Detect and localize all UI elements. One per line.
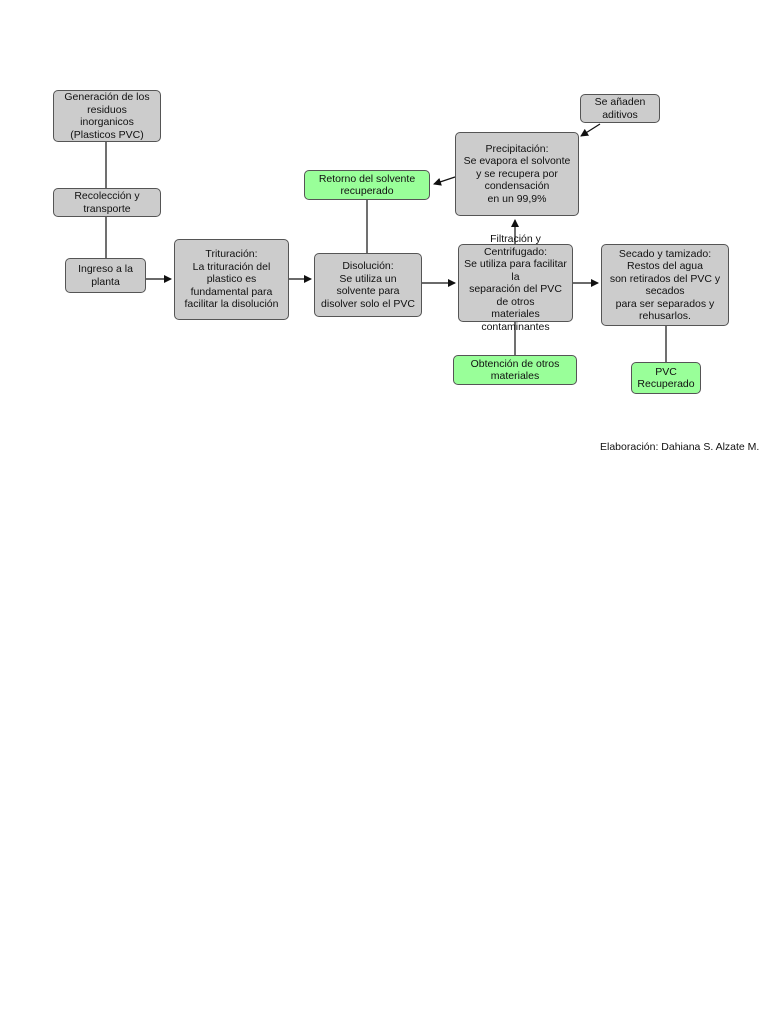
caption: Elaboración: Dahiana S. Alzate M. — [600, 441, 760, 453]
node-other-materials: Obtención de otros materiales — [453, 355, 577, 385]
arrow-additives-to-precipitation — [580, 123, 601, 137]
node-additives: Se añaden aditivos — [580, 94, 660, 123]
node-grinding: Trituración: La trituración del plastico… — [174, 239, 289, 320]
node-intake: Ingreso a la planta — [65, 258, 146, 293]
arrow-precipitation-to-solvent-return — [433, 176, 456, 186]
node-pvc-recovered: PVC Recuperado — [631, 362, 701, 394]
node-filtration: Filtración y Centrifugado: Se utiliza pa… — [458, 233, 573, 333]
node-solvent-return: Retorno del solvente recuperado — [304, 170, 430, 200]
node-precipitation: Precipitación: Se evapora el solvonte y … — [455, 132, 579, 216]
node-drying: Secado y tamizado: Restos del agua son r… — [601, 244, 729, 326]
node-dissolution: Disolución: Se utiliza un solvente para … — [314, 253, 422, 317]
node-collection: Recolección y transporte — [53, 188, 161, 217]
node-generation: Generación de los residuos inorganicos (… — [53, 90, 161, 142]
